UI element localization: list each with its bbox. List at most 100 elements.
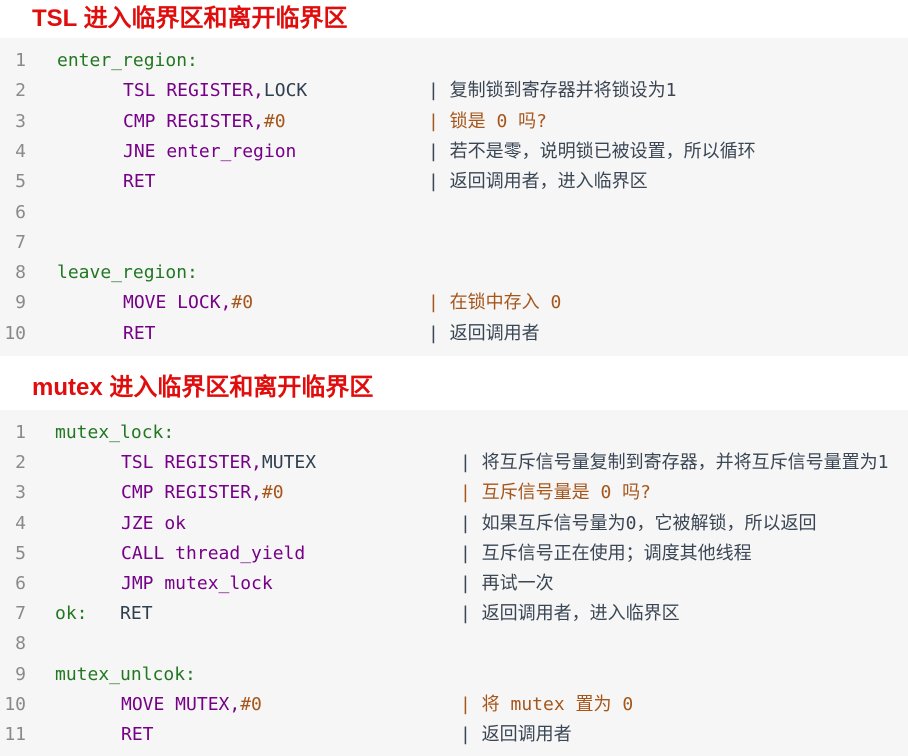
code-comment: | 复制锁到寄存器并将锁设为1 bbox=[428, 80, 677, 102]
code-token-kw: TSL REGISTER, bbox=[123, 80, 264, 102]
line-number: 10 bbox=[4, 322, 26, 344]
code-text: MOVE LOCK,#0 bbox=[123, 288, 253, 318]
code-comment: | 如果互斥信号量为0，它被解锁，所以返回 bbox=[460, 512, 817, 534]
code-token-lbl: ok: bbox=[55, 603, 88, 625]
line-number: 9 bbox=[15, 292, 26, 314]
code-text: mutex_unlcok: bbox=[55, 660, 196, 690]
code-text: CMP REGISTER,#0 bbox=[121, 478, 284, 508]
code-comment: | 若不是零，说明锁已被设置，所以循环 bbox=[428, 140, 756, 162]
code-token-lbl: enter_region: bbox=[57, 50, 198, 71]
code-text: leave_region: bbox=[57, 258, 198, 288]
code-line: 8 bbox=[0, 629, 908, 659]
code-comment: | 在锁中存入 0 bbox=[428, 292, 562, 314]
code-token-kw: MOVE MUTEX, bbox=[121, 693, 241, 715]
code-line: 9 MOVE LOCK,#0 | 在锁中存入 0 bbox=[0, 288, 908, 318]
line-number: 2 bbox=[15, 452, 26, 474]
line-number: 4 bbox=[15, 512, 26, 534]
code-line: 1 mutex_lock: bbox=[0, 418, 908, 448]
code-token-var: MUTEX bbox=[261, 452, 317, 474]
code-text: TSL REGISTER,MUTEX bbox=[121, 448, 316, 478]
code-token-kw: JZE ok bbox=[121, 512, 187, 534]
code-comment: | 返回调用者，进入临界区 bbox=[460, 603, 680, 625]
line-number: 2 bbox=[15, 80, 26, 102]
line-number: 5 bbox=[15, 171, 26, 193]
code-block-mutex: 1 mutex_lock: 2 TSL REGISTER,MUTEX | 将互斥信号量复… bbox=[0, 410, 908, 756]
code-token-lbl: mutex_lock: bbox=[55, 422, 175, 443]
code-line: 2 TSL REGISTER,LOCK | 复制锁到寄存器并将锁设为1 bbox=[0, 76, 908, 106]
code-line: 5 RET | 返回调用者，进入临界区 bbox=[0, 167, 908, 197]
code-token-num: #0 bbox=[263, 110, 286, 132]
code-text: MOVE MUTEX,#0 bbox=[121, 690, 262, 720]
code-line: 1 enter_region: bbox=[0, 46, 908, 76]
code-text: RET bbox=[123, 319, 156, 349]
line-number: 10 bbox=[4, 693, 26, 715]
code-text: TSL REGISTER,LOCK bbox=[123, 76, 307, 106]
line-number: 6 bbox=[15, 201, 26, 223]
code-comment: | 再试一次 bbox=[460, 573, 554, 594]
line-number: 8 bbox=[15, 633, 26, 655]
code-line: 8 leave_region: bbox=[0, 258, 908, 288]
code-token-kw: JNE enter_region bbox=[123, 140, 297, 162]
code-token-lbl: mutex_unlcok: bbox=[55, 663, 196, 685]
code-token-kw: MOVE LOCK, bbox=[123, 292, 232, 314]
code-line: 4 JZE ok | 如果互斥信号量为0，它被解锁，所以返回 bbox=[0, 509, 908, 539]
line-number: 8 bbox=[15, 262, 26, 284]
code-line: 9 mutex_unlcok: bbox=[0, 660, 908, 690]
code-text: JNE enter_region bbox=[123, 137, 296, 167]
line-number: 1 bbox=[15, 422, 26, 443]
code-text: JMP mutex_lock bbox=[121, 569, 273, 599]
code-line: 11 RET | 返回调用者 bbox=[0, 720, 908, 750]
code-comment: | 将互斥信号量复制到寄存器，并将互斥信号量置为1 bbox=[460, 452, 889, 474]
code-comment: | 返回调用者 bbox=[428, 322, 540, 344]
code-block-tsl: 1 enter_region: 2 TSL REGISTER,LOCK | 复制锁到寄存… bbox=[0, 38, 908, 356]
code-token-kw: TSL REGISTER, bbox=[121, 452, 262, 474]
code-token-num: #0 bbox=[261, 482, 284, 504]
code-text: CALL thread_yield bbox=[121, 539, 305, 569]
line-number: 4 bbox=[15, 140, 26, 162]
code-comment: | 将 mutex 置为 0 bbox=[460, 693, 634, 715]
code-token-kw: RET bbox=[123, 171, 156, 193]
line-number: 11 bbox=[4, 724, 26, 745]
code-token-lbl: leave_region: bbox=[57, 262, 198, 284]
code-comment: | 互斥信号量是 0 吗? bbox=[460, 482, 652, 504]
line-number: 3 bbox=[15, 482, 26, 504]
line-number: 1 bbox=[15, 50, 26, 71]
code-line: 3 CMP REGISTER,#0 | 锁是 0 吗? bbox=[0, 107, 908, 137]
section-title-tsl: TSL 进入临界区和离开临界区 bbox=[32, 5, 348, 32]
line-number: 7 bbox=[15, 231, 26, 253]
code-line: 5 CALL thread_yield | 互斥信号正在使用；调度其他线程 bbox=[0, 539, 908, 569]
line-number: 3 bbox=[15, 110, 26, 132]
code-text: RET bbox=[121, 720, 154, 750]
code-line: 6 bbox=[0, 198, 908, 228]
section-title-mutex: mutex 进入临界区和离开临界区 bbox=[32, 374, 374, 401]
line-number: 9 bbox=[15, 663, 26, 685]
code-comment: | 返回调用者，进入临界区 bbox=[428, 171, 648, 193]
code-token-var: LOCK bbox=[263, 80, 308, 102]
code-line: 3 CMP REGISTER,#0 | 互斥信号量是 0 吗? bbox=[0, 478, 908, 508]
code-token-kw: CMP REGISTER, bbox=[121, 482, 262, 504]
code-text: JZE ok bbox=[121, 509, 186, 539]
code-token-kw: CALL thread_yield bbox=[121, 542, 306, 564]
code-line: 4 JNE enter_region | 若不是零，说明锁已被设置，所以循环 bbox=[0, 137, 908, 167]
code-token-txt: RET bbox=[87, 603, 153, 625]
code-text: CMP REGISTER,#0 bbox=[123, 107, 286, 137]
code-comment: | 互斥信号正在使用；调度其他线程 bbox=[460, 542, 752, 564]
code-token-num: #0 bbox=[240, 693, 262, 715]
line-number: 6 bbox=[15, 573, 26, 594]
code-line: 7 bbox=[0, 228, 908, 258]
line-number: 5 bbox=[15, 542, 26, 564]
code-line: 10 MOVE MUTEX,#0 | 将 mutex 置为 0 bbox=[0, 690, 908, 720]
code-line: 6 JMP mutex_lock | 再试一次 bbox=[0, 569, 908, 599]
code-text: ok: RET bbox=[55, 599, 153, 629]
code-comment: | 返回调用者 bbox=[460, 724, 572, 745]
code-text: mutex_lock: bbox=[55, 418, 174, 448]
code-token-kw: RET bbox=[121, 724, 154, 745]
code-text: enter_region: bbox=[57, 46, 198, 76]
code-comment: | 锁是 0 吗? bbox=[428, 110, 548, 132]
code-line: 10 RET | 返回调用者 bbox=[0, 319, 908, 349]
code-token-kw: JMP mutex_lock bbox=[121, 573, 273, 594]
code-token-kw: CMP REGISTER, bbox=[123, 110, 264, 132]
line-number: 7 bbox=[15, 603, 26, 625]
code-text: RET bbox=[123, 167, 156, 197]
code-token-kw: RET bbox=[123, 322, 156, 344]
